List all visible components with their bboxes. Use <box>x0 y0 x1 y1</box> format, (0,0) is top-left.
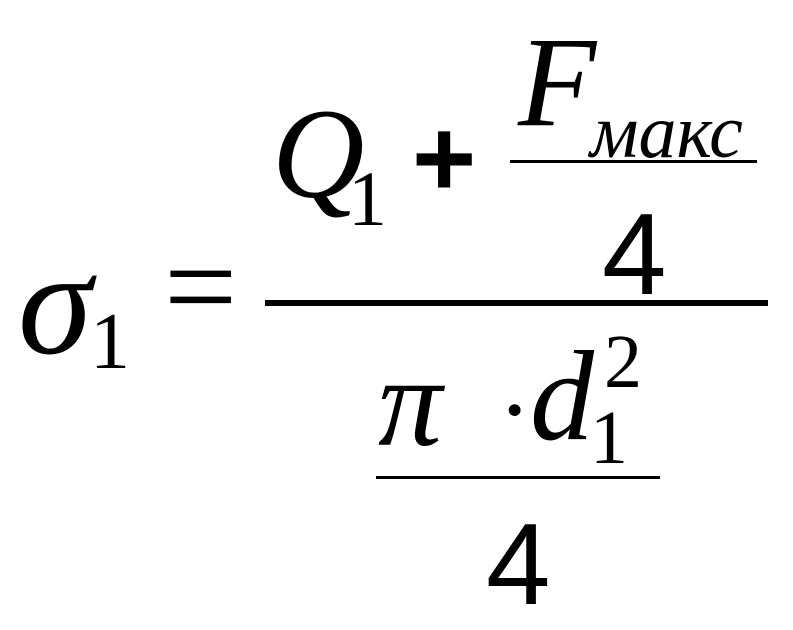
numerator-q-subscript: 1 <box>348 155 387 242</box>
numerator-f-subscript: макс <box>590 90 743 174</box>
lhs-sigma-subscript: 1 <box>90 298 130 386</box>
numerator-inner-fraction-bar <box>510 160 757 163</box>
numerator-inner-denominator: 4 <box>602 189 667 319</box>
denominator-d-subscript: 1 <box>590 396 628 480</box>
denominator-pi-symbol: π <box>378 331 443 473</box>
denominator-d-symbol: d <box>530 325 594 467</box>
denominator-inner-divisor: 4 <box>486 499 551 629</box>
denominator-inner-fraction-bar <box>376 476 660 479</box>
numerator-q-symbol: Q <box>272 83 365 225</box>
denominator-d-superscript: 2 <box>604 320 642 404</box>
equals-sign: = <box>164 215 238 359</box>
numerator-f-symbol: F <box>518 11 597 153</box>
main-fraction-bar <box>265 300 768 306</box>
plus-sign: + <box>412 97 477 220</box>
lhs-sigma-symbol: σ <box>18 220 92 386</box>
multiplication-dot: · <box>498 354 532 465</box>
